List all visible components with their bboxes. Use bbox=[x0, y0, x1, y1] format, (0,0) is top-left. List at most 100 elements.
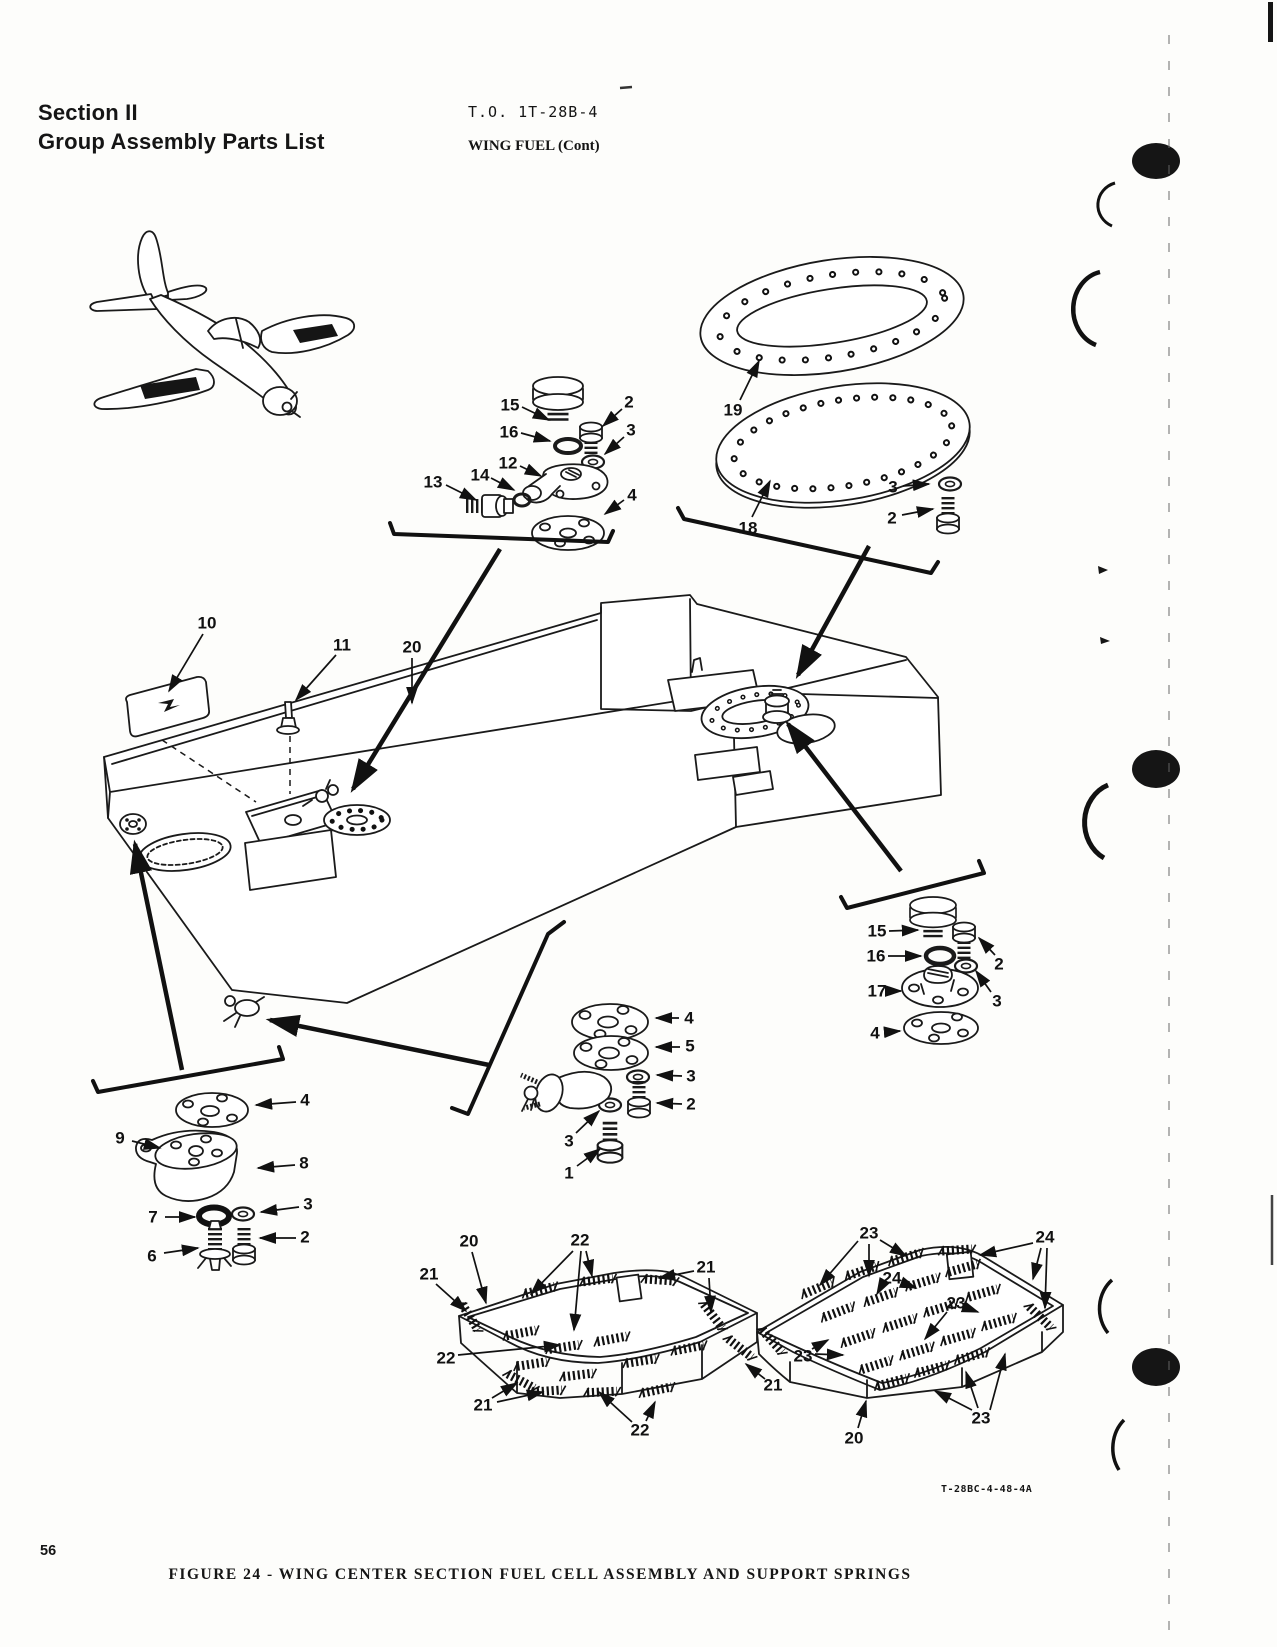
callout-arrow bbox=[529, 1250, 574, 1296]
callout-label-22: 22 bbox=[571, 1231, 590, 1250]
elbow-fitting bbox=[519, 1070, 613, 1113]
callout-arrow bbox=[975, 969, 992, 993]
callout-label-16: 16 bbox=[867, 947, 886, 966]
callout-arrow bbox=[576, 1147, 602, 1167]
callout-label-20: 20 bbox=[845, 1429, 864, 1448]
figure-caption: FIGURE 24 - WING CENTER SECTION FUEL CEL… bbox=[168, 1566, 912, 1583]
callout-arrow bbox=[818, 1240, 859, 1287]
left-fitting bbox=[119, 813, 147, 835]
callout-arrow bbox=[879, 1239, 908, 1257]
callout-label-9: 9 bbox=[115, 1129, 124, 1148]
access-cover-plate-18 bbox=[715, 382, 971, 509]
spring-tank-right bbox=[756, 1244, 1064, 1399]
callout-arrow bbox=[131, 1138, 162, 1150]
callout-arrow bbox=[933, 1390, 973, 1411]
callout-label-4: 4 bbox=[300, 1091, 310, 1110]
bolt-2 bbox=[937, 497, 959, 534]
callout-label-2: 2 bbox=[300, 1228, 309, 1247]
callout-arrow bbox=[657, 1268, 695, 1281]
callout-label-2: 2 bbox=[887, 509, 896, 528]
vent-cluster bbox=[519, 1003, 650, 1163]
callout-label-16: 16 bbox=[500, 423, 519, 442]
callout-arrow bbox=[575, 1109, 601, 1134]
callout-label-10: 10 bbox=[198, 614, 217, 633]
callout-arrow bbox=[655, 1069, 683, 1082]
gasket-4 bbox=[903, 1011, 979, 1045]
gasket-4 bbox=[175, 1092, 249, 1128]
callout-arrow bbox=[491, 1382, 519, 1399]
section-title: Section II bbox=[38, 100, 138, 125]
o-ring-16 bbox=[923, 945, 957, 967]
callout-label-4: 4 bbox=[684, 1009, 694, 1028]
callout-arrow bbox=[1039, 1247, 1052, 1310]
callout-label-18: 18 bbox=[739, 519, 758, 538]
callout-arrow bbox=[168, 633, 204, 693]
callout-arrow bbox=[520, 430, 552, 443]
callout-label-21: 21 bbox=[474, 1396, 493, 1415]
section-heading: Section II Group Assembly Parts List bbox=[38, 98, 325, 156]
callout-label-23: 23 bbox=[972, 1409, 991, 1428]
callout-label-3: 3 bbox=[564, 1132, 573, 1151]
bolt-2 bbox=[953, 923, 975, 960]
callout-arrow bbox=[259, 1203, 300, 1216]
callout-arrow bbox=[256, 1160, 296, 1173]
edge-mark bbox=[1268, 2, 1273, 42]
callout-arrow bbox=[960, 1300, 980, 1313]
callout-arrow bbox=[603, 499, 625, 516]
callout-label-4: 4 bbox=[627, 486, 637, 505]
drain-valve-6 bbox=[197, 1220, 232, 1271]
callout-label-3: 3 bbox=[686, 1067, 695, 1086]
flange-plate-17 bbox=[901, 965, 979, 1008]
callout-arrow bbox=[923, 1311, 948, 1341]
registration-dot bbox=[1132, 1348, 1180, 1386]
washer-3 bbox=[937, 476, 963, 492]
callout-arrow bbox=[457, 1340, 562, 1356]
callout-arrow bbox=[597, 1390, 633, 1423]
callout-arrow bbox=[294, 654, 337, 702]
pump-fitting bbox=[762, 689, 792, 724]
callout-arrow bbox=[744, 1362, 766, 1380]
callout-label-2: 2 bbox=[686, 1095, 695, 1114]
callout-arrow bbox=[655, 1097, 683, 1110]
callout-arrow bbox=[163, 1244, 200, 1257]
callout-label-14: 14 bbox=[471, 466, 490, 485]
callout-arrow bbox=[254, 1097, 297, 1110]
callout-arrow bbox=[704, 1277, 716, 1314]
callout-label-5: 5 bbox=[685, 1037, 694, 1056]
callout-label-2: 2 bbox=[994, 955, 1003, 974]
sump-cluster bbox=[135, 1092, 256, 1271]
gasket-5 bbox=[573, 1035, 649, 1071]
leader-line bbox=[161, 739, 257, 803]
callout-arrow bbox=[989, 1352, 1007, 1411]
page-subject: WING FUEL (Cont) bbox=[468, 138, 600, 154]
tank-notch bbox=[615, 1273, 643, 1303]
callout-arrow bbox=[888, 924, 920, 937]
callout-label-7: 7 bbox=[148, 1208, 157, 1227]
callout-arrow bbox=[471, 1251, 488, 1305]
drain-valve-cluster-top bbox=[466, 377, 608, 551]
callout-label-20: 20 bbox=[403, 638, 422, 657]
callout-label-2: 2 bbox=[624, 393, 633, 412]
callout-arrow bbox=[496, 1389, 545, 1403]
locator-arrow bbox=[265, 1014, 490, 1068]
callout-label-11: 11 bbox=[333, 636, 351, 655]
registration-dot bbox=[1132, 143, 1180, 179]
callout-arrow bbox=[435, 1283, 468, 1313]
callout-label-6: 6 bbox=[147, 1247, 156, 1266]
washer-3 bbox=[230, 1206, 256, 1222]
callout-label-22: 22 bbox=[631, 1421, 650, 1440]
callout-label-8: 8 bbox=[299, 1154, 308, 1173]
tank-drain-valve bbox=[223, 995, 265, 1028]
bracket-line bbox=[676, 506, 940, 575]
bolt-1 bbox=[598, 1122, 623, 1163]
callout-arrow bbox=[569, 1250, 582, 1332]
access-gasket-19 bbox=[699, 256, 965, 376]
bolt-2 bbox=[628, 1081, 650, 1118]
callout-label-21: 21 bbox=[697, 1258, 716, 1277]
plug-15 bbox=[910, 897, 956, 938]
callout-label-22: 22 bbox=[437, 1349, 456, 1368]
locator-arrow bbox=[129, 839, 185, 1071]
callout-label-24: 24 bbox=[883, 1269, 902, 1288]
callout-arrow bbox=[1031, 1247, 1043, 1281]
